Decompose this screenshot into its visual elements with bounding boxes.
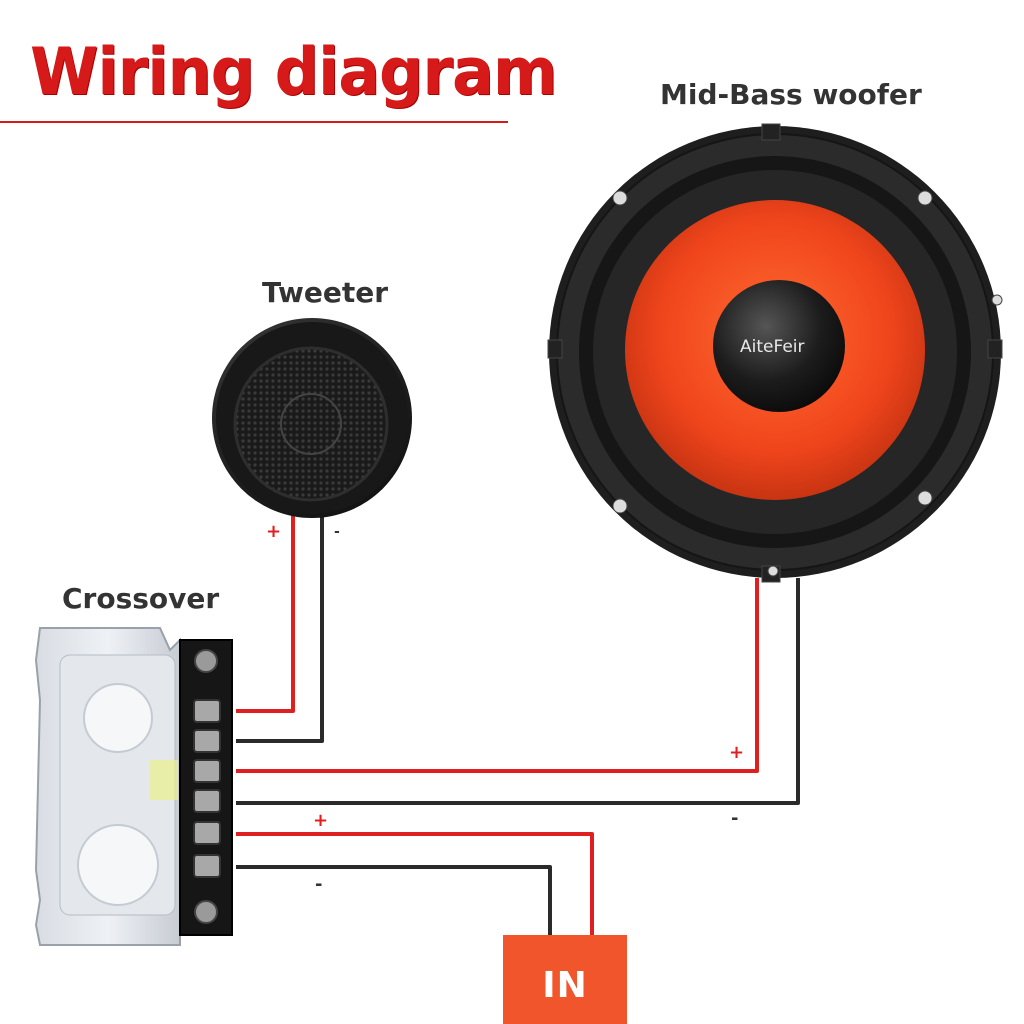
page-title: Wiring diagram bbox=[30, 33, 557, 110]
woofer-positive-wire bbox=[236, 578, 759, 773]
input-box: IN bbox=[503, 935, 627, 1024]
tweeter bbox=[212, 318, 412, 518]
tweeter-negative-wire bbox=[236, 515, 324, 743]
input-label: IN bbox=[542, 965, 588, 1006]
crossover bbox=[34, 627, 233, 946]
input-positive-wire bbox=[236, 832, 594, 935]
woofer-dust-cap bbox=[713, 280, 845, 412]
woofer: AiteFeir bbox=[547, 123, 1003, 583]
tweeter-grille bbox=[233, 346, 389, 502]
woofer-negative-mark: - bbox=[731, 808, 739, 829]
tweeter-negative-mark: - bbox=[334, 524, 340, 540]
crossover-label: Crossover bbox=[62, 582, 220, 615]
tweeter-label: Tweeter bbox=[262, 276, 389, 309]
input-negative-mark: - bbox=[315, 874, 323, 895]
terminal-screws bbox=[193, 699, 221, 878]
woofer-positive-mark: + bbox=[729, 742, 745, 763]
woofer-mount-tabs bbox=[547, 123, 1003, 583]
terminal-block bbox=[179, 639, 233, 936]
wires bbox=[236, 515, 800, 935]
input-negative-wire bbox=[236, 865, 552, 935]
woofer-negative-wire bbox=[236, 578, 800, 805]
tweeter-positive-mark: + bbox=[266, 521, 282, 542]
woofer-brand-logo: AiteFeir bbox=[740, 337, 805, 357]
tweeter-positive-wire bbox=[236, 515, 295, 713]
input-positive-mark: + bbox=[313, 810, 329, 831]
woofer-label: Mid-Bass woofer bbox=[660, 78, 922, 111]
